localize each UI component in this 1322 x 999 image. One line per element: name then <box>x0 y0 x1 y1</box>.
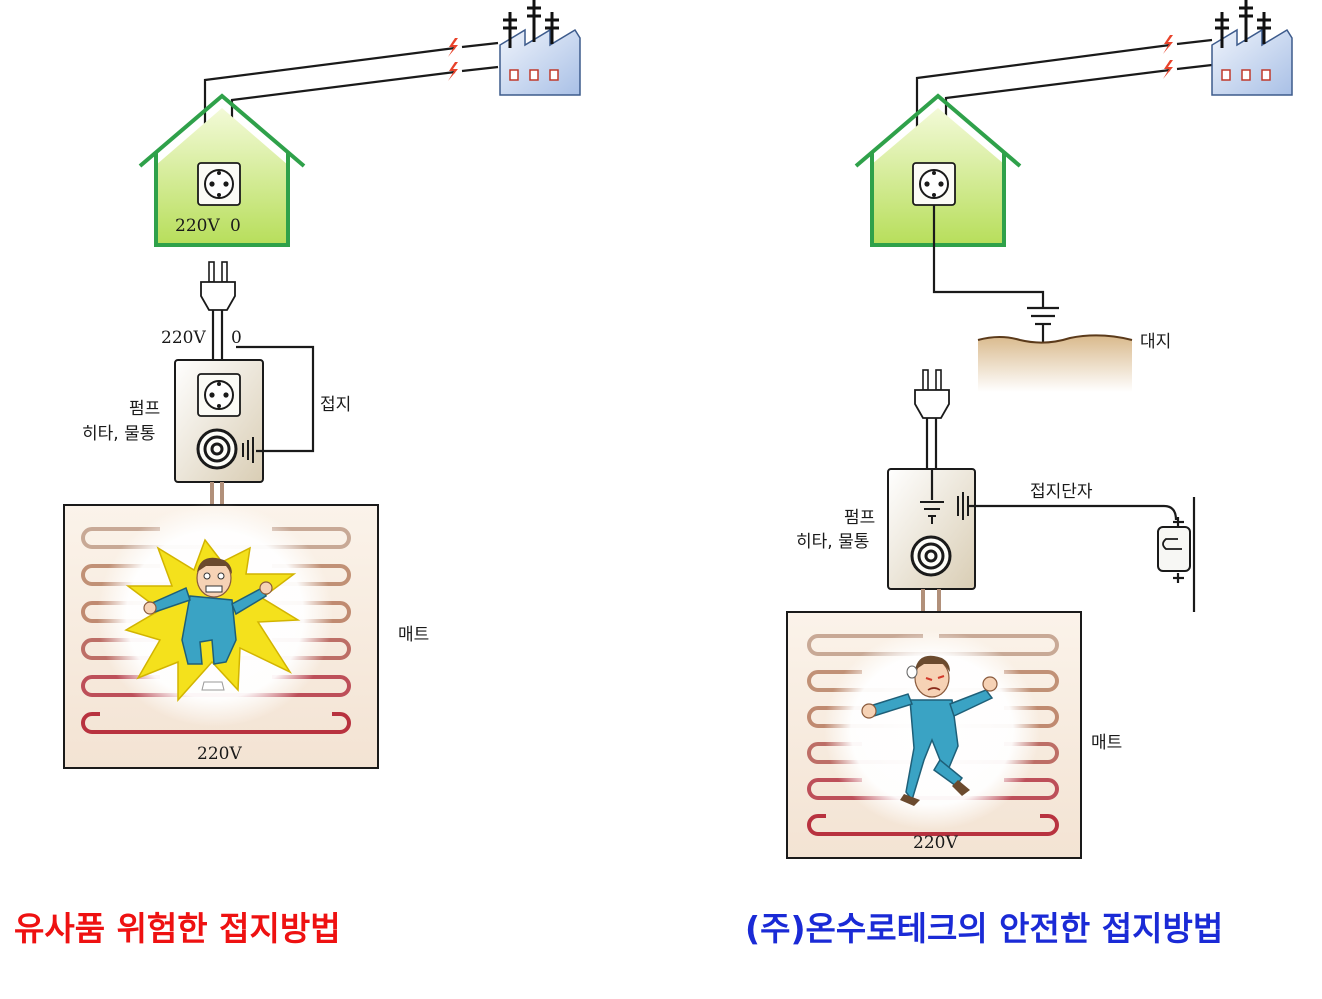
plug-icon <box>200 261 236 311</box>
left-device-label-2: 히타, 물통 <box>82 424 155 444</box>
safe-person-icon <box>861 655 998 806</box>
earth-ground-area <box>978 335 1132 392</box>
earth-label: 대지 <box>1140 332 1171 352</box>
wall-socket-icon <box>197 162 241 206</box>
ground-terminal-wire <box>968 504 1178 521</box>
house-voltage-label: 220V <box>175 216 220 236</box>
left-panel: 220V 0 220V 0 접지 펌프 히타, 물통 <box>63 0 582 769</box>
plug-icon <box>914 369 950 419</box>
factory-icon <box>498 0 582 97</box>
left-device-label-1: 펌프 <box>129 399 160 419</box>
left-mat-label: 매트 <box>398 625 429 645</box>
heater-coil-icon <box>196 428 238 470</box>
right-house <box>854 93 1022 247</box>
left-ground-wire <box>236 345 315 453</box>
plug-voltage-label: 220V <box>161 328 206 348</box>
internal-ground-icon <box>920 501 944 524</box>
caption-safe-method: (주)온수로테크의 안전한 접지방법 <box>745 909 1223 948</box>
right-device-label-1: 펌프 <box>844 508 875 528</box>
right-panel: 대지 펌프 히타, 물통 접 <box>786 0 1294 859</box>
factory-icon <box>1210 0 1294 97</box>
right-mat-voltage: 220V <box>913 833 958 853</box>
caption-dangerous-method: 유사품 위험한 접지방법 <box>14 909 341 948</box>
ground-terminal-label: 접지단자 <box>1030 482 1093 502</box>
ground-terminal-block-icon <box>1157 497 1196 612</box>
wall-socket-icon <box>912 162 956 206</box>
heater-coil-icon <box>910 535 952 577</box>
ground-terminal-icon <box>242 437 254 463</box>
house-neutral-label: 0 <box>230 216 241 236</box>
left-mat-voltage: 220V <box>197 744 242 764</box>
left-ground-label: 접지 <box>320 395 351 415</box>
right-device-box <box>887 468 976 590</box>
shocked-person-icon <box>124 538 301 702</box>
left-device-box <box>174 359 264 483</box>
plug-neutral-label: 0 <box>231 328 242 348</box>
right-cord <box>925 418 938 470</box>
earth-wire <box>932 205 1045 308</box>
right-device-label-2: 히타, 물통 <box>796 532 869 552</box>
left-house: 220V 0 <box>138 93 306 247</box>
right-mat-label: 매트 <box>1091 733 1122 753</box>
device-socket-icon <box>197 373 241 417</box>
left-cord <box>211 310 224 362</box>
